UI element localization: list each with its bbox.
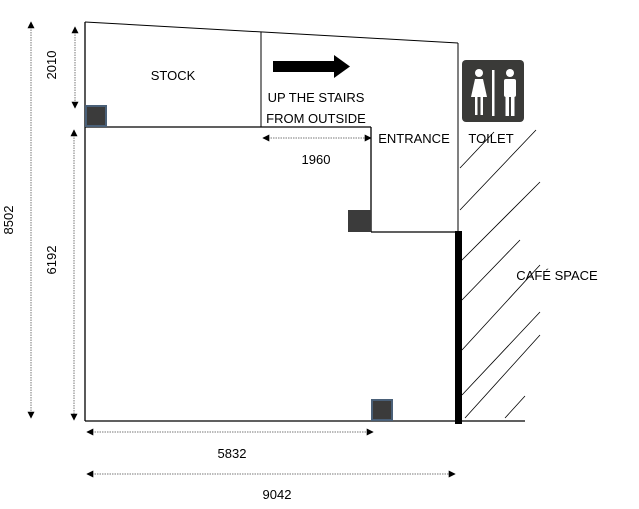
dim-total-width: 9042: [263, 487, 292, 502]
dim-pillar-offset: 5832: [218, 446, 247, 461]
walls: [84, 21, 525, 424]
dim-main-depth: 6192: [44, 246, 59, 275]
label-stock: STOCK: [151, 68, 196, 83]
label-stairs-line2: FROM OUTSIDE: [266, 111, 366, 126]
pillar-entrance: [348, 210, 371, 232]
label-stairs-line1: UP THE STAIRS: [268, 90, 365, 105]
dim-entrance-width: 1960: [302, 152, 331, 167]
dim-total-depth: 8502: [1, 206, 16, 235]
pillar-bottom: [371, 399, 393, 421]
pillar-stock: [85, 105, 107, 127]
label-cafe-space: CAFÉ SPACE: [516, 268, 598, 283]
top-wall: [84, 21, 459, 44]
partition-wall: [455, 231, 462, 424]
arrow-right-icon: [273, 55, 350, 78]
restroom-icon: [462, 60, 524, 122]
cafe-hatch: [459, 129, 541, 419]
label-entrance: ENTRANCE: [378, 131, 450, 146]
label-toilet: TOILET: [468, 131, 513, 146]
dim-stock-depth: 2010: [44, 51, 59, 80]
